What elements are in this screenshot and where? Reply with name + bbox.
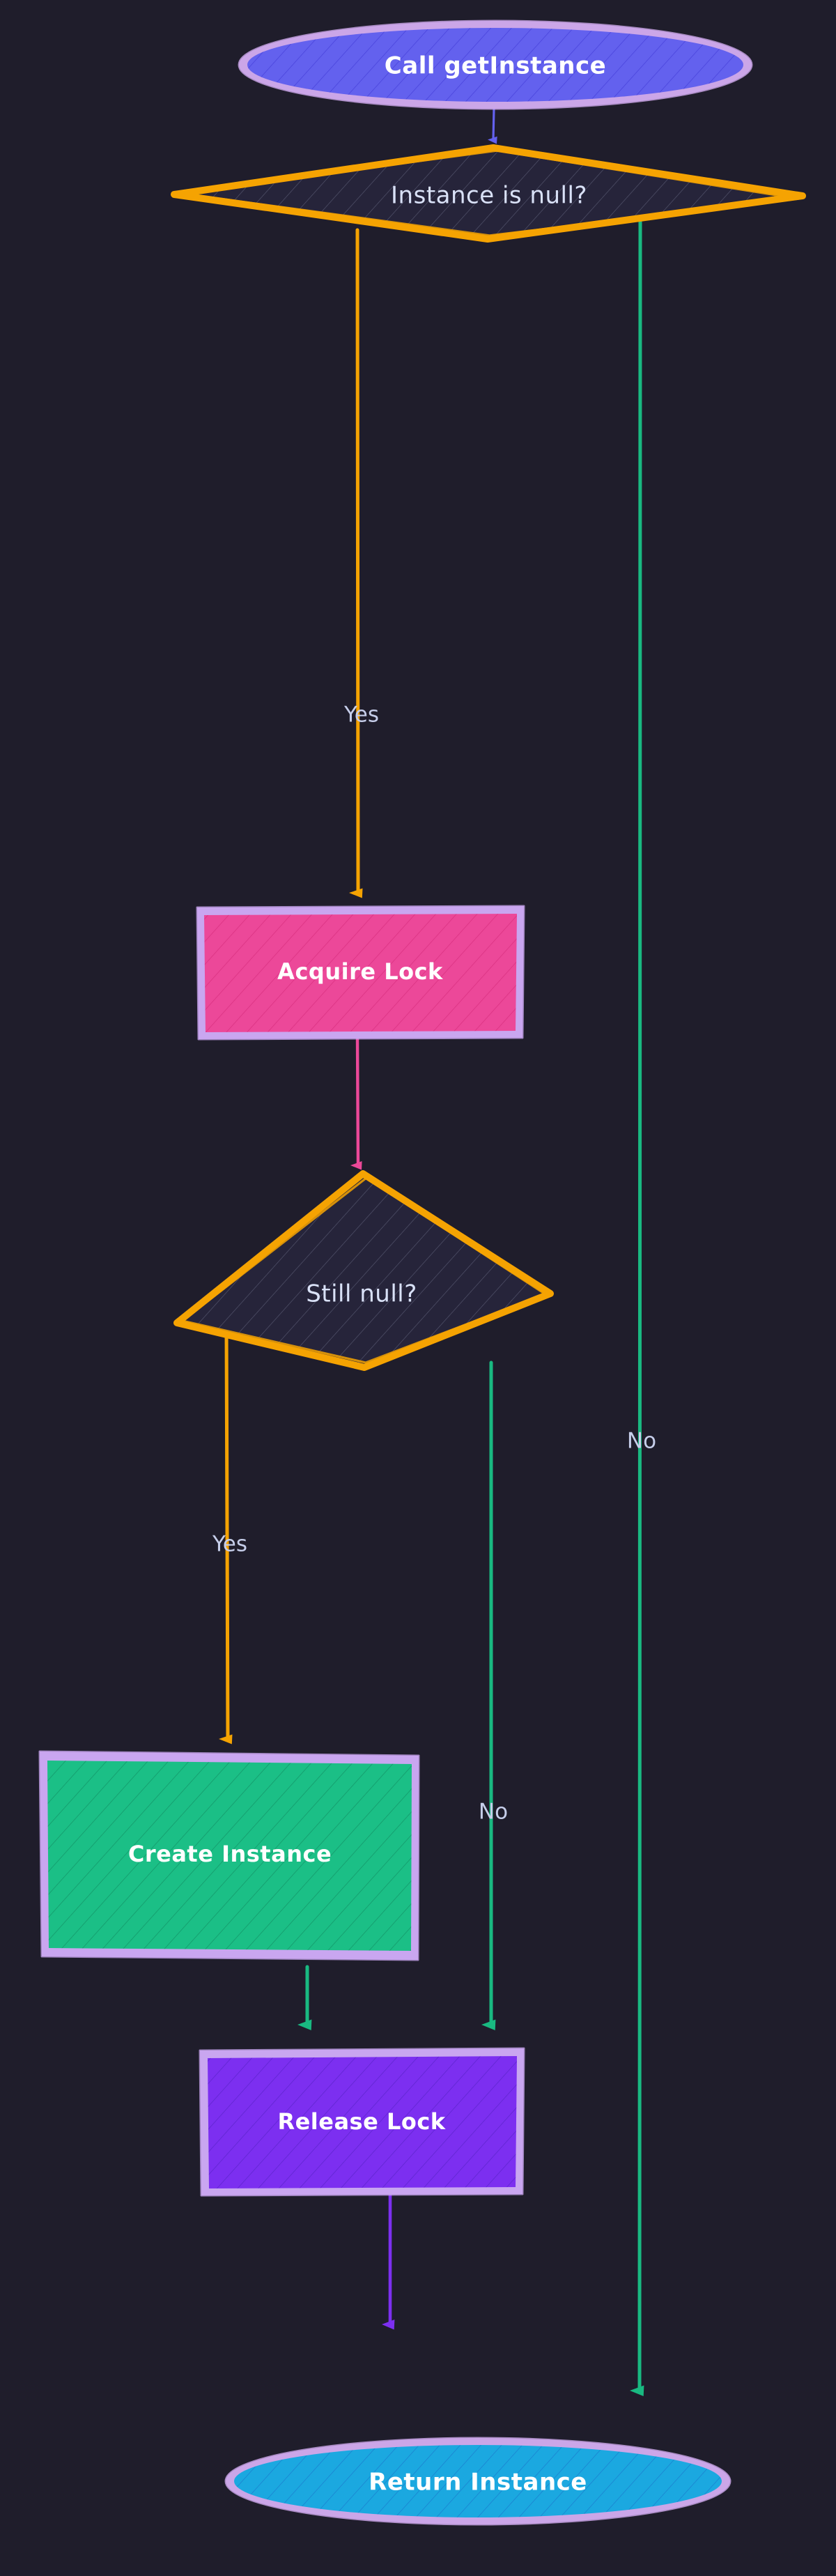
node-start-label: Call getInstance (385, 52, 606, 80)
node-process-acquire-lock[interactable]: Acquire Lock (196, 905, 525, 1041)
node-start-call-getinstance[interactable]: Call getInstance (238, 20, 753, 110)
node-decision-instance-is-null[interactable]: Instance is null? (171, 144, 806, 243)
node-acquire-lock-label: Acquire Lock (277, 958, 443, 985)
node-end-return-instance[interactable]: Return Instance (224, 2437, 732, 2526)
node-return-instance-label: Return Instance (369, 2469, 587, 2497)
edge-lock-to-check2 (350, 1036, 362, 1170)
node-decision2-label: Still null? (306, 1280, 417, 1308)
node-create-instance-label: Create Instance (128, 1841, 332, 1867)
node-process-create-instance[interactable]: Create Instance (38, 1750, 420, 1961)
edge-start-to-check1 (487, 107, 497, 144)
edge-check2-yes-to-create (219, 1322, 233, 1745)
edge-label-check2-no: No (479, 1800, 508, 1825)
edge-label-check2-yes: Yes (212, 1532, 247, 1557)
edge-check1-yes-to-lock (349, 228, 363, 898)
node-process-release-lock[interactable]: Release Lock (199, 2047, 525, 2197)
node-release-lock-label: Release Lock (277, 2108, 445, 2135)
edge-label-check1-yes: Yes (343, 703, 379, 728)
node-decision1-label: Instance is null? (391, 182, 587, 210)
node-decision-still-null[interactable]: Still null? (173, 1170, 554, 1371)
edge-label-check1-no: No (627, 1429, 656, 1454)
